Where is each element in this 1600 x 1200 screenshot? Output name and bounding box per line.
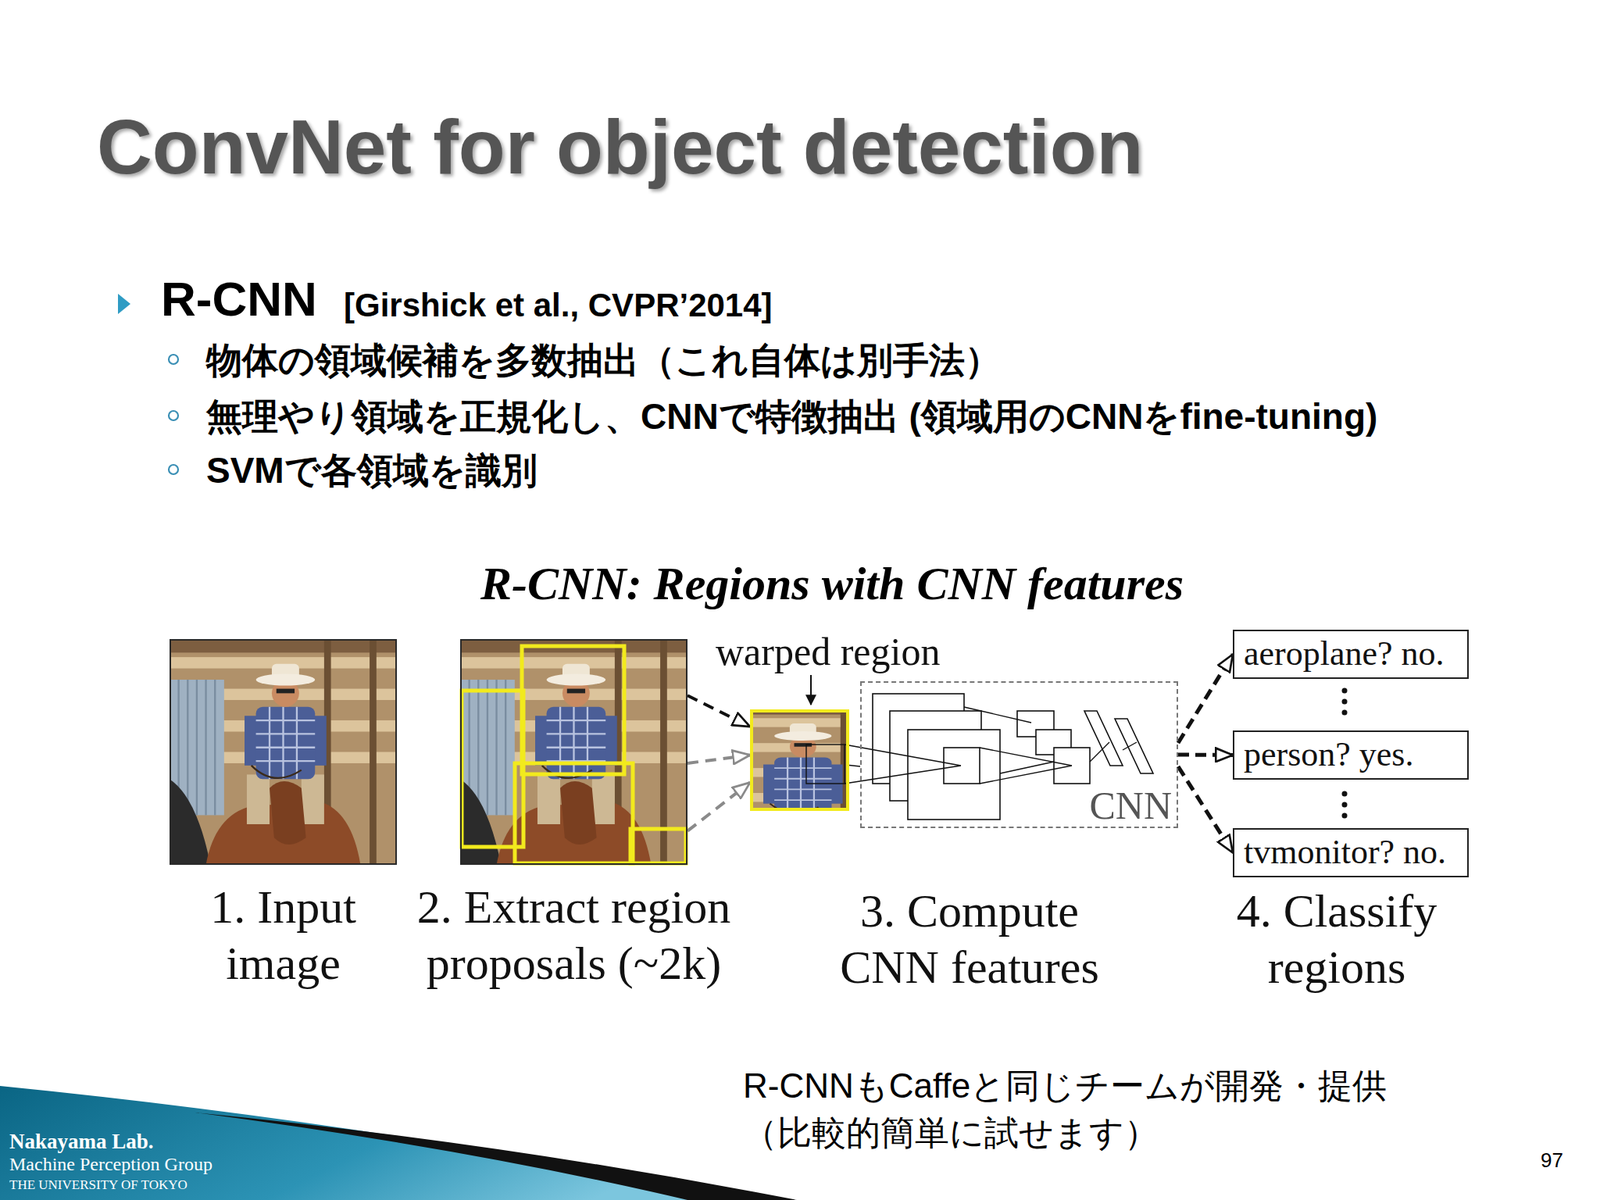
arrow-connector	[1178, 753, 1233, 758]
receptive-field-lines	[844, 744, 961, 784]
class-output-box: aeroplane? no.	[1232, 629, 1469, 679]
warped-photo	[750, 709, 850, 811]
bullet-marks	[168, 464, 179, 475]
receptive-field-lines	[979, 747, 1072, 784]
arrow-connector	[687, 782, 750, 832]
cnn-layers	[907, 729, 1000, 820]
slide-title: ConvNet for object detection	[96, 101, 1143, 194]
cnn-layers	[943, 747, 980, 784]
receptive-field-lines	[806, 707, 1137, 784]
lab-name: Nakayama Lab.	[9, 1128, 154, 1154]
bullet-marks	[117, 293, 131, 315]
warped-region-frame: warped region	[750, 709, 850, 811]
ellipsis-dots	[1342, 791, 1348, 797]
university-name: THE UNIVERSITY OF TOKYO	[9, 1177, 188, 1193]
proposal-boxes	[521, 646, 625, 775]
proposal-image-frame: 2. Extract region proposals (~2k)	[460, 639, 688, 865]
box-label: CNN	[1089, 785, 1172, 825]
footer-band	[0, 1085, 797, 1200]
ellipsis-dots	[1342, 699, 1348, 705]
receptive-field-lines	[964, 707, 1054, 774]
receptive-field-lines	[1089, 742, 1137, 762]
footer-band	[195, 1112, 797, 1200]
page-number: 97	[1540, 1148, 1564, 1173]
bullet-marks	[168, 354, 179, 365]
class-output-box: tvmonitor? no.	[1232, 828, 1469, 878]
arrow-connector	[849, 765, 861, 768]
step-caption: 4. Classify regions	[1219, 882, 1454, 996]
class-label: tvmonitor? no.	[1243, 832, 1447, 873]
receptive-field-lines	[806, 744, 845, 784]
cnn-layers	[1114, 718, 1154, 774]
ellipsis-dots	[1342, 813, 1348, 819]
class-label: aeroplane? no.	[1243, 634, 1445, 675]
arrow-connector	[687, 755, 750, 764]
proposal-boxes	[461, 646, 686, 864]
callout-label: warped region	[715, 630, 940, 674]
bullet-text: SVMで各領域を識別	[206, 449, 538, 493]
proposal-boxes	[630, 828, 686, 864]
bullet-marks	[168, 410, 179, 421]
cnn-box: CNN	[860, 681, 1179, 829]
bullet-heading: R-CNN	[160, 270, 318, 329]
proposal-photo	[460, 639, 688, 865]
arrow-connector	[1178, 654, 1233, 743]
ellipsis-dots	[1342, 688, 1348, 694]
class-output-box: person? yes.	[1232, 730, 1469, 780]
connectors	[687, 654, 1233, 854]
input-photo	[169, 639, 397, 865]
diagram-heading: R-CNN: Regions with CNN features	[480, 555, 1184, 612]
bullet-text: 無理やり領域を正規化し、CNNで特徴抽出 (領域用のCNNをfine-tunin…	[206, 395, 1378, 439]
group-name: Machine Perception Group	[9, 1153, 213, 1176]
arrow-connector	[1178, 766, 1233, 853]
warped-photo	[750, 709, 850, 811]
step-caption: 2. Extract region proposals (~2k)	[402, 878, 747, 992]
note: R-CNNもCaffeと同じチームが開発・提供 （比較的簡単に試せます）	[742, 1062, 1556, 1157]
proposal-boxes	[514, 763, 633, 864]
ellipsis-dots	[1342, 802, 1348, 808]
ellipsis-dots	[1342, 710, 1348, 716]
step-caption: 3. Compute CNN features	[828, 882, 1111, 996]
class-label: person? yes.	[1243, 735, 1415, 775]
arrow-connector	[687, 695, 750, 727]
reference: [Girshick et al., CVPR’2014]	[343, 285, 773, 325]
step-caption: 1. Input image	[182, 878, 386, 992]
input-image-frame: 1. Input image	[169, 639, 397, 865]
bullet-text: 物体の領域候補を多数抽出（これ自体は別手法）	[206, 339, 1001, 383]
leader-arrow	[810, 675, 812, 705]
